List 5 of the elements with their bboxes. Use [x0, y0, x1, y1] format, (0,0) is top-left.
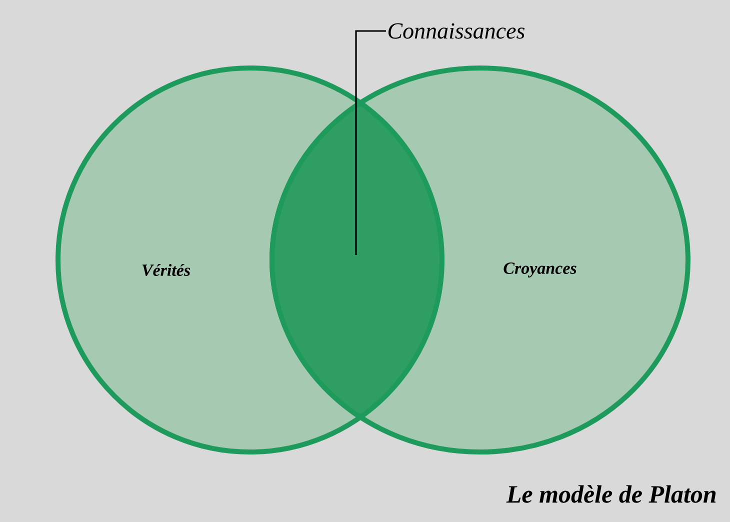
node-label: Croyances	[504, 262, 576, 278]
callout-text: Connaissances	[388, 23, 524, 39]
lens-shape	[270, 100, 444, 420]
caption: Le modèle de Platon	[506, 485, 716, 503]
leader-line	[355, 30, 386, 255]
